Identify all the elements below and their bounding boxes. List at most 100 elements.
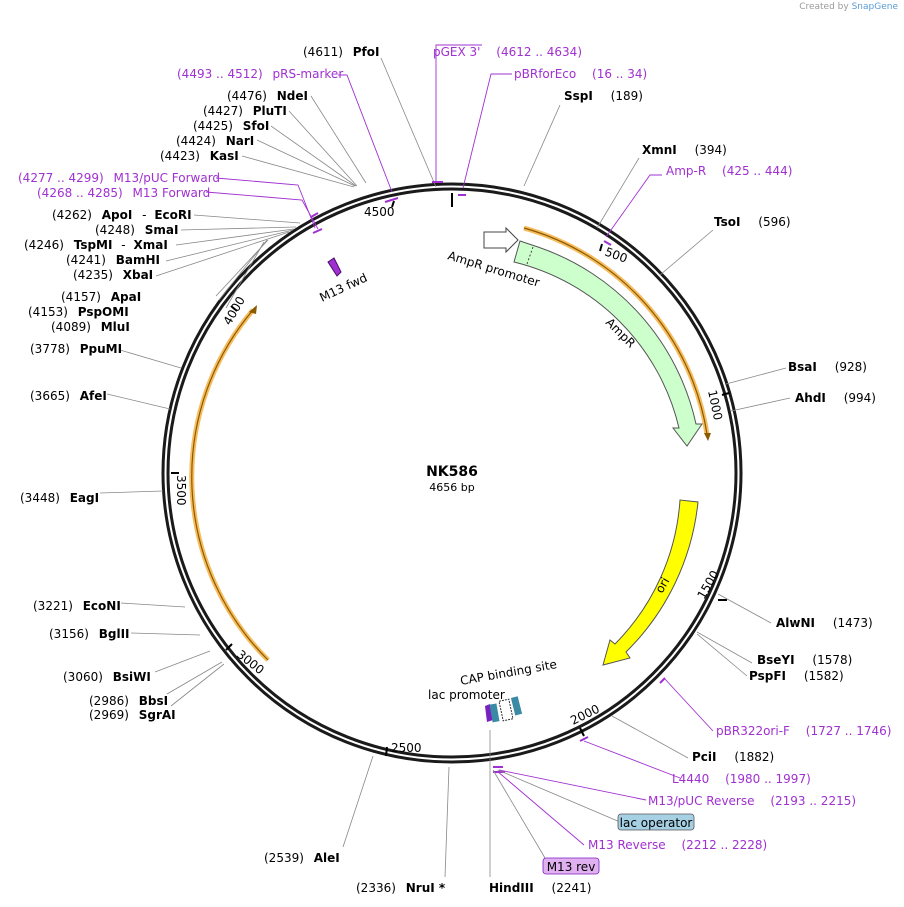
enzyme-name: PpuMI (80, 342, 122, 356)
enzyme-name-2: XmaI (133, 238, 167, 252)
tick-3000 (225, 643, 233, 651)
primer-amp-r: Amp-R (425 .. 444) (666, 164, 792, 178)
m13-fwd-label: M13 fwd (317, 271, 369, 305)
enzyme-bsiwi: (3060) BsiWI (63, 670, 151, 684)
enzyme-name: BbsI (139, 694, 168, 708)
enzyme-pos: (3778) (30, 342, 70, 356)
m13-fwd-arrow (327, 257, 342, 277)
tick-label-1000: 1000 (705, 389, 725, 422)
enzyme-name: BglII (99, 627, 130, 641)
enzyme-econi: (3221) EcoNI (33, 599, 121, 613)
enzyme-pos: (3156) (49, 627, 89, 641)
enzyme-pos: (3448) (20, 491, 60, 505)
enzyme-pos: (994) (844, 391, 876, 405)
credit-prefix: Created by (799, 2, 849, 12)
enzyme-name: TspMI (74, 238, 113, 252)
ampr-promoter-arrow (483, 226, 519, 254)
primer-labels: pGEX 3' (4612 .. 4634) pBRforEco (16 .. … (18, 45, 891, 852)
primer-name: pGEX 3' (433, 45, 480, 59)
ampr-arrow (513, 240, 703, 447)
enzyme-bglii: (3156) BglII (49, 627, 130, 641)
tick-2500 (385, 746, 388, 757)
primer-pgex3: pGEX 3' (4612 .. 4634) (433, 45, 582, 59)
primer-leaders (205, 44, 714, 846)
primer-name: pRS-marker (273, 67, 344, 81)
enzyme-name: BseYI (757, 653, 795, 667)
enzyme-pos: (4235) (73, 268, 113, 282)
primer-m13-reverse: M13 Reverse (2212 .. 2228) (588, 838, 767, 852)
enzyme-leaders (99, 57, 791, 878)
tick-label-4500: 4500 (364, 205, 395, 219)
enzyme-pos: (4246) (24, 238, 64, 252)
enzyme-xbai: (4235) XbaI (73, 268, 153, 282)
enzyme-pos: (2241) (552, 881, 592, 895)
tick-label-3500: 3500 (174, 475, 188, 506)
enzyme-name: EcoNI (83, 599, 121, 613)
enzyme-name: XmnI (642, 143, 677, 157)
tick-4500 (391, 200, 395, 208)
lac-operator-label-box (617, 813, 695, 831)
enzyme-bbsi: (2986) BbsI (89, 694, 168, 708)
primer-m13-forward: (4268 .. 4285) M13 Forward (37, 186, 210, 200)
enzyme-pos: (4157) (61, 290, 101, 304)
primer-m13-puc-forward: (4277 .. 4299) M13/pUC Forward (18, 171, 220, 185)
enzyme-hindiii: HindIII (2241) (489, 881, 591, 895)
tick-4000 (230, 305, 238, 312)
enzyme-xmni: XmnI (394) (642, 143, 727, 157)
primer-range: (425 .. 444) (722, 164, 792, 178)
cap-site-box (510, 696, 523, 716)
enzyme-dash: - (142, 208, 146, 222)
ori-arrow (602, 499, 699, 666)
primer-name: M13/pUC Forward (114, 171, 221, 185)
primer-range: (4612 .. 4634) (496, 45, 582, 59)
primer-name: L4440 (672, 772, 709, 786)
primer-name: pBR322ori-F (716, 724, 790, 738)
lac-cluster (485, 696, 523, 723)
tick-label-2500: 2500 (391, 741, 422, 755)
cap-label: CAP binding site (459, 657, 558, 688)
enzyme-smai: (4248) SmaI (95, 223, 178, 237)
features (189, 225, 711, 723)
enzyme-name: PspOMI (78, 305, 129, 319)
enzyme-ndei: (4476) NdeI (227, 89, 308, 103)
enzyme-pos: (4425) (193, 119, 233, 133)
enzyme-name: NruI * (406, 881, 446, 895)
enzyme-bamhi: (4241) BamHI (66, 253, 160, 267)
plasmid-name: NK586 (426, 464, 478, 480)
enzyme-pos: (4423) (160, 149, 200, 163)
enzyme-sgrai: (2969) SgrAI (89, 708, 176, 722)
enzyme-pos: (2969) (89, 708, 129, 722)
enzyme-pos: (4427) (203, 104, 243, 118)
enzyme-pos: (2336) (356, 881, 396, 895)
enzyme-sfoi: (4425) SfoI (193, 119, 269, 133)
primer-range: (1727 .. 1746) (806, 724, 892, 738)
enzyme-pos: (928) (835, 360, 867, 374)
enzyme-pos: (189) (611, 89, 643, 103)
primer-name: M13 Forward (133, 186, 211, 200)
enzyme-pos: (3060) (63, 670, 103, 684)
enzyme-name: XbaI (123, 268, 153, 282)
enzyme-pluti: (4427) PluTI (203, 104, 287, 118)
primer-pbr322ori-f: pBR322ori-F (1727 .. 1746) (716, 724, 891, 738)
snapgene-credit: Created by SnapGene (799, 2, 898, 12)
enzyme-name: TsoI (714, 215, 740, 229)
enzyme-name: SspI (564, 89, 593, 103)
primer-range: (4277 .. 4299) (18, 171, 104, 185)
enzyme-pos: (1882) (734, 750, 774, 764)
primer-l4440: L4440 (1980 .. 1997) (672, 772, 811, 786)
enzyme-name: AlwNI (776, 616, 815, 630)
enzyme-alwni: AlwNI (1473) (776, 616, 873, 630)
enzyme-pos: (4153) (28, 305, 68, 319)
backbone (161, 182, 743, 764)
enzyme-kasi: (4423) KasI (160, 149, 239, 163)
m13-rev-label-box (542, 857, 600, 875)
primer-prs-marker: (4493 .. 4512) pRS-marker (177, 67, 343, 81)
boxed-labels: lac operator M13 rev (492, 769, 695, 875)
lac-operator-box (489, 703, 500, 723)
snapgene-brand: SnapGene (851, 2, 898, 12)
enzyme-name: AhdI (795, 391, 826, 405)
enzyme-mlui: (4089) MluI (51, 320, 130, 334)
enzyme-pos: (4262) (52, 208, 92, 222)
tick-500 (599, 243, 603, 252)
